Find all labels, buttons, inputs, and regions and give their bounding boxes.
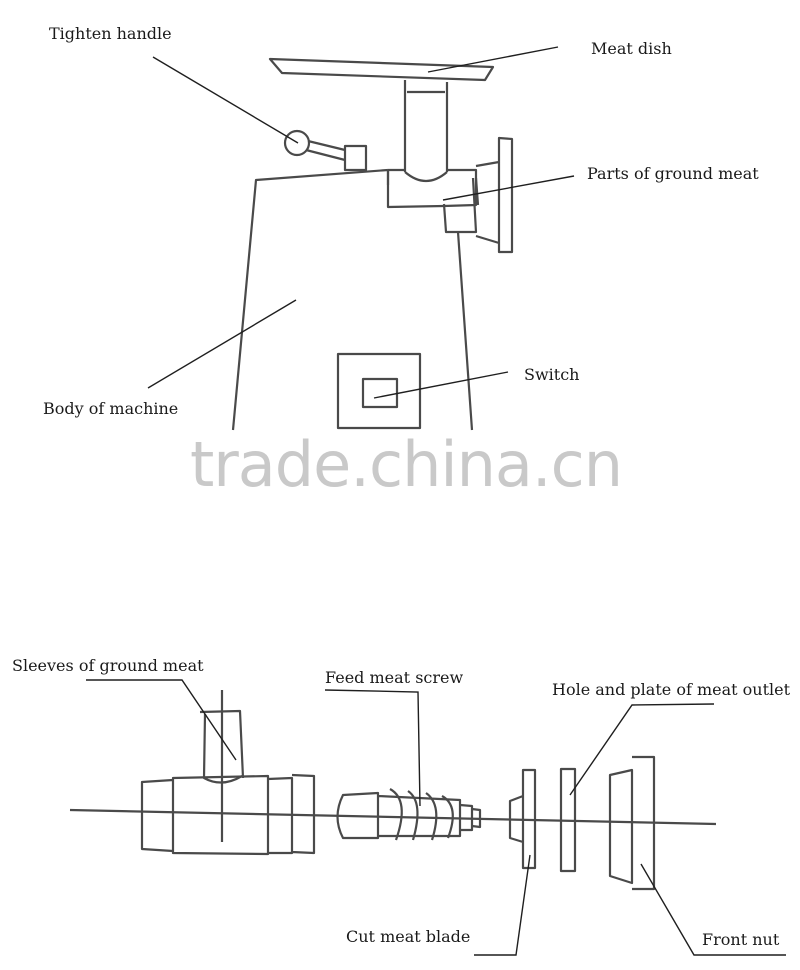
assembled-machine bbox=[147, 46, 575, 431]
switch-inner bbox=[361, 377, 399, 409]
grinder-housing bbox=[386, 168, 478, 209]
switch-outer bbox=[336, 352, 422, 430]
label-cut-meat-blade: Cut meat blade bbox=[346, 927, 471, 946]
feed-screw-body bbox=[336, 791, 462, 840]
handle-shaft bbox=[305, 139, 368, 172]
exploded-view bbox=[69, 679, 786, 956]
feed-screw-tip bbox=[459, 803, 482, 832]
label-front-nut: Front nut bbox=[702, 930, 780, 949]
label-sleeves-of-ground-meat: Sleeves of ground meat bbox=[12, 656, 204, 675]
handle-knob bbox=[283, 129, 311, 157]
assembly-axis bbox=[69, 808, 717, 826]
label-parts-of-ground-meat: Parts of ground meat bbox=[587, 164, 759, 183]
machine-body bbox=[231, 168, 480, 431]
outlet-nut bbox=[475, 136, 514, 254]
feed-screw-thread bbox=[389, 788, 454, 841]
sleeve-feed-tube bbox=[199, 709, 245, 784]
meat-dish-shape bbox=[268, 57, 495, 82]
label-tighten-handle: Tighten handle bbox=[49, 24, 172, 43]
label-meat-dish: Meat dish bbox=[591, 39, 672, 58]
sleeve-housing bbox=[140, 773, 316, 856]
front-nut-shape bbox=[608, 755, 656, 891]
label-switch: Switch bbox=[524, 365, 580, 384]
label-feed-meat-screw: Feed meat screw bbox=[325, 668, 464, 687]
hole-plate-shape bbox=[559, 767, 577, 873]
cut-meat-blade-shape bbox=[508, 768, 537, 870]
label-hole-and-plate: Hole and plate of meat outlet bbox=[552, 680, 791, 699]
watermark: trade.china.cn bbox=[190, 428, 623, 501]
label-body-of-machine: Body of machine bbox=[43, 399, 179, 418]
feed-tube bbox=[403, 80, 449, 183]
